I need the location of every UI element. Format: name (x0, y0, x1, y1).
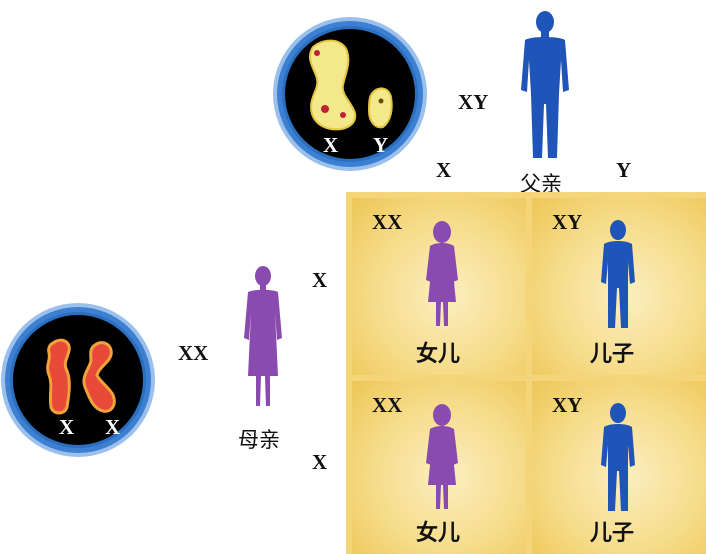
grid-cell-son-1: XY 儿子 (532, 198, 706, 375)
grid-cell-daughter-2: XX 女儿 (352, 381, 526, 554)
mother-chrom-label-2: X (105, 415, 120, 440)
father-chromosome-y-image (285, 29, 415, 159)
father-gamete-y: Y (616, 158, 631, 183)
daughter-figure-icon (422, 401, 462, 511)
mother-chromosome-circle: X X (10, 312, 146, 448)
cell-label: 女儿 (416, 336, 460, 368)
father-chrom-label-x: X (323, 133, 338, 158)
cell-label: 儿子 (590, 336, 634, 368)
father-figure-icon (515, 8, 575, 166)
punnett-grid: XX 女儿 XY 儿子 XX 女儿 XY (346, 192, 706, 554)
grid-cell-daughter-1: XX 女儿 (352, 198, 526, 375)
mother-label: 母亲 (238, 424, 280, 454)
cell-label: 儿子 (590, 515, 634, 547)
cell-genotype: XY (552, 210, 582, 235)
cell-genotype: XY (552, 393, 582, 418)
grid-cell-son-2: XY 儿子 (532, 381, 706, 554)
mother-gamete-row1: X (312, 268, 327, 293)
father-genotype: XY (458, 90, 488, 115)
mother-gamete-row2: X (312, 450, 327, 475)
father-chromosome-circle: X Y (282, 26, 418, 162)
father-chrom-label-y: Y (373, 133, 388, 158)
son-figure-icon (598, 218, 638, 330)
son-figure-icon (598, 401, 638, 513)
mother-figure-icon (238, 264, 288, 414)
cell-genotype: XX (372, 393, 402, 418)
mother-genotype: XX (178, 341, 208, 366)
cell-label: 女儿 (416, 515, 460, 547)
daughter-figure-icon (422, 218, 462, 328)
mother-chrom-label-1: X (59, 415, 74, 440)
father-gamete-x: X (436, 158, 451, 183)
mother-chromosome-x-right-image (13, 315, 143, 445)
cell-genotype: XX (372, 210, 402, 235)
